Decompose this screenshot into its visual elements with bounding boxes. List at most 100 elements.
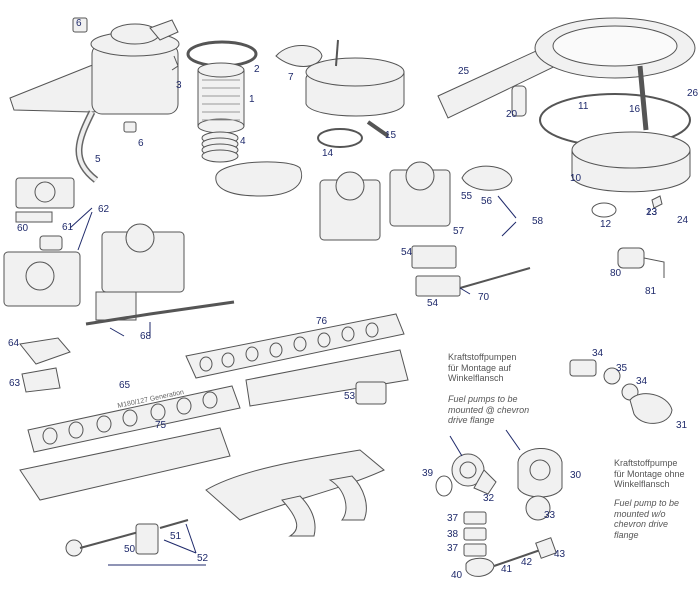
gasket-37-lower [463, 543, 487, 557]
callout: 37 [447, 513, 459, 524]
callout: 81 [645, 286, 657, 297]
callout: 35 [616, 363, 628, 374]
throttle-linkage [65, 519, 189, 557]
callout: 38 [447, 529, 459, 540]
callout: 26 [687, 88, 699, 99]
callout: 6 [76, 18, 82, 29]
gasket-54-upper [411, 245, 457, 269]
callout: 54 [427, 298, 439, 309]
filter-element-1 [197, 62, 245, 134]
note-no-flange-de: Kraftstoffpumpe für Montage ohne Winkelf… [614, 458, 685, 490]
callout: 4 [240, 136, 246, 147]
plate-64 [19, 337, 71, 365]
carburetor-left-lower [3, 251, 81, 307]
callout: 23 [646, 207, 658, 218]
callout: 70 [478, 292, 490, 303]
note-line: chevron drive [614, 519, 669, 529]
callout: 54 [401, 247, 413, 258]
note-line: Kraftstoffpumpen [448, 352, 517, 362]
note-line: flange [614, 529, 639, 540]
callout: 15 [385, 130, 397, 141]
gasket-37-upper [463, 511, 487, 525]
callout: 24 [677, 215, 689, 226]
callout: 50 [124, 544, 136, 555]
note-line: Winkelflansch [614, 479, 670, 489]
linkage-70 [459, 267, 531, 289]
note-line: Kraftstoffpumpe [614, 458, 678, 468]
callout: 11 [578, 101, 589, 112]
diaphragm-55 [461, 165, 513, 191]
carburetor-center [95, 223, 185, 321]
callout: 68 [140, 331, 152, 342]
callout: 53 [344, 391, 356, 402]
note-line: drive flange [448, 415, 495, 425]
callout: 62 [98, 204, 110, 215]
callout: 57 [453, 226, 465, 237]
callout: 63 [9, 378, 21, 389]
callout: 31 [676, 420, 688, 431]
callout: 39 [422, 468, 434, 479]
rod-41 [493, 547, 547, 567]
callout: 5 [95, 154, 101, 165]
fuel-pump-angle-flange-right [517, 448, 563, 498]
callout: 65 [119, 380, 131, 391]
round-air-cleaner [437, 17, 696, 193]
callout: 6 [138, 138, 144, 149]
callout: 12 [600, 219, 612, 230]
carburetor-twin [319, 161, 451, 241]
fuel-filter-80 [617, 247, 645, 269]
fuel-filter-hose-81 [643, 257, 665, 278]
callout: 32 [483, 493, 495, 504]
oval-air-cleaner [305, 39, 405, 148]
callout: 30 [570, 470, 582, 481]
callout: 41 [501, 564, 513, 575]
callout: 14 [322, 148, 334, 159]
note-line: Fuel pump to be [614, 498, 680, 508]
note-line: mounted @ chevron [448, 404, 530, 415]
exhaust-manifold-pair [205, 449, 385, 537]
callout: 16 [629, 104, 641, 115]
note-angle-flange-de: Kraftstoffpumpen für Montage auf Winkelf… [448, 352, 516, 384]
callout: 56 [481, 196, 493, 207]
callout: 60 [17, 223, 29, 234]
note-line: Winkelflansch [448, 373, 504, 383]
ring-39 [435, 475, 453, 497]
air-cleaner-assembly [9, 17, 180, 183]
callout: 34 [592, 348, 604, 359]
note-line: mounted w/o [614, 508, 666, 519]
callout: 20 [506, 109, 518, 120]
fuel-pump-no-flange [569, 359, 673, 424]
clip-23 [651, 195, 663, 209]
callout: 61 [62, 222, 74, 233]
leader-lines [69, 195, 521, 566]
callout: 55 [461, 191, 473, 202]
part-callouts: 1 2 3 4 5 6 6 7 10 11 12 13 14 15 16 20 … [8, 18, 699, 581]
gasket-38 [463, 527, 487, 541]
small-ring-12 [591, 202, 617, 218]
callout: 76 [316, 316, 328, 327]
callout: 10 [570, 173, 582, 184]
note-line: für Montage auf [448, 362, 512, 373]
air-cleaner-base [215, 161, 303, 197]
callout: 7 [288, 72, 294, 83]
callout: 64 [8, 338, 20, 349]
note-line: Fuel pumps to be [448, 394, 518, 404]
callout: 25 [458, 66, 470, 77]
callout: 13 [646, 207, 658, 218]
note-angle-flange-en: Fuel pumps to be mounted @ chevron drive… [448, 394, 529, 426]
gasket-54-lower [415, 275, 461, 297]
callout: 51 [170, 531, 182, 542]
callout: 40 [451, 570, 463, 581]
rod-68 [85, 300, 235, 326]
gasket-7 [275, 45, 323, 67]
callout: 75 [155, 420, 167, 431]
callout: 1 [249, 94, 255, 105]
seal-ring-2 [186, 40, 258, 68]
block-61 [39, 235, 63, 251]
exhaust-manifold-75 [19, 385, 241, 501]
carburetor-left-upper [15, 177, 75, 223]
flange-33 [525, 495, 551, 521]
callout: 2 [254, 64, 260, 75]
fuel-pump-angle-flange-left [451, 453, 497, 495]
